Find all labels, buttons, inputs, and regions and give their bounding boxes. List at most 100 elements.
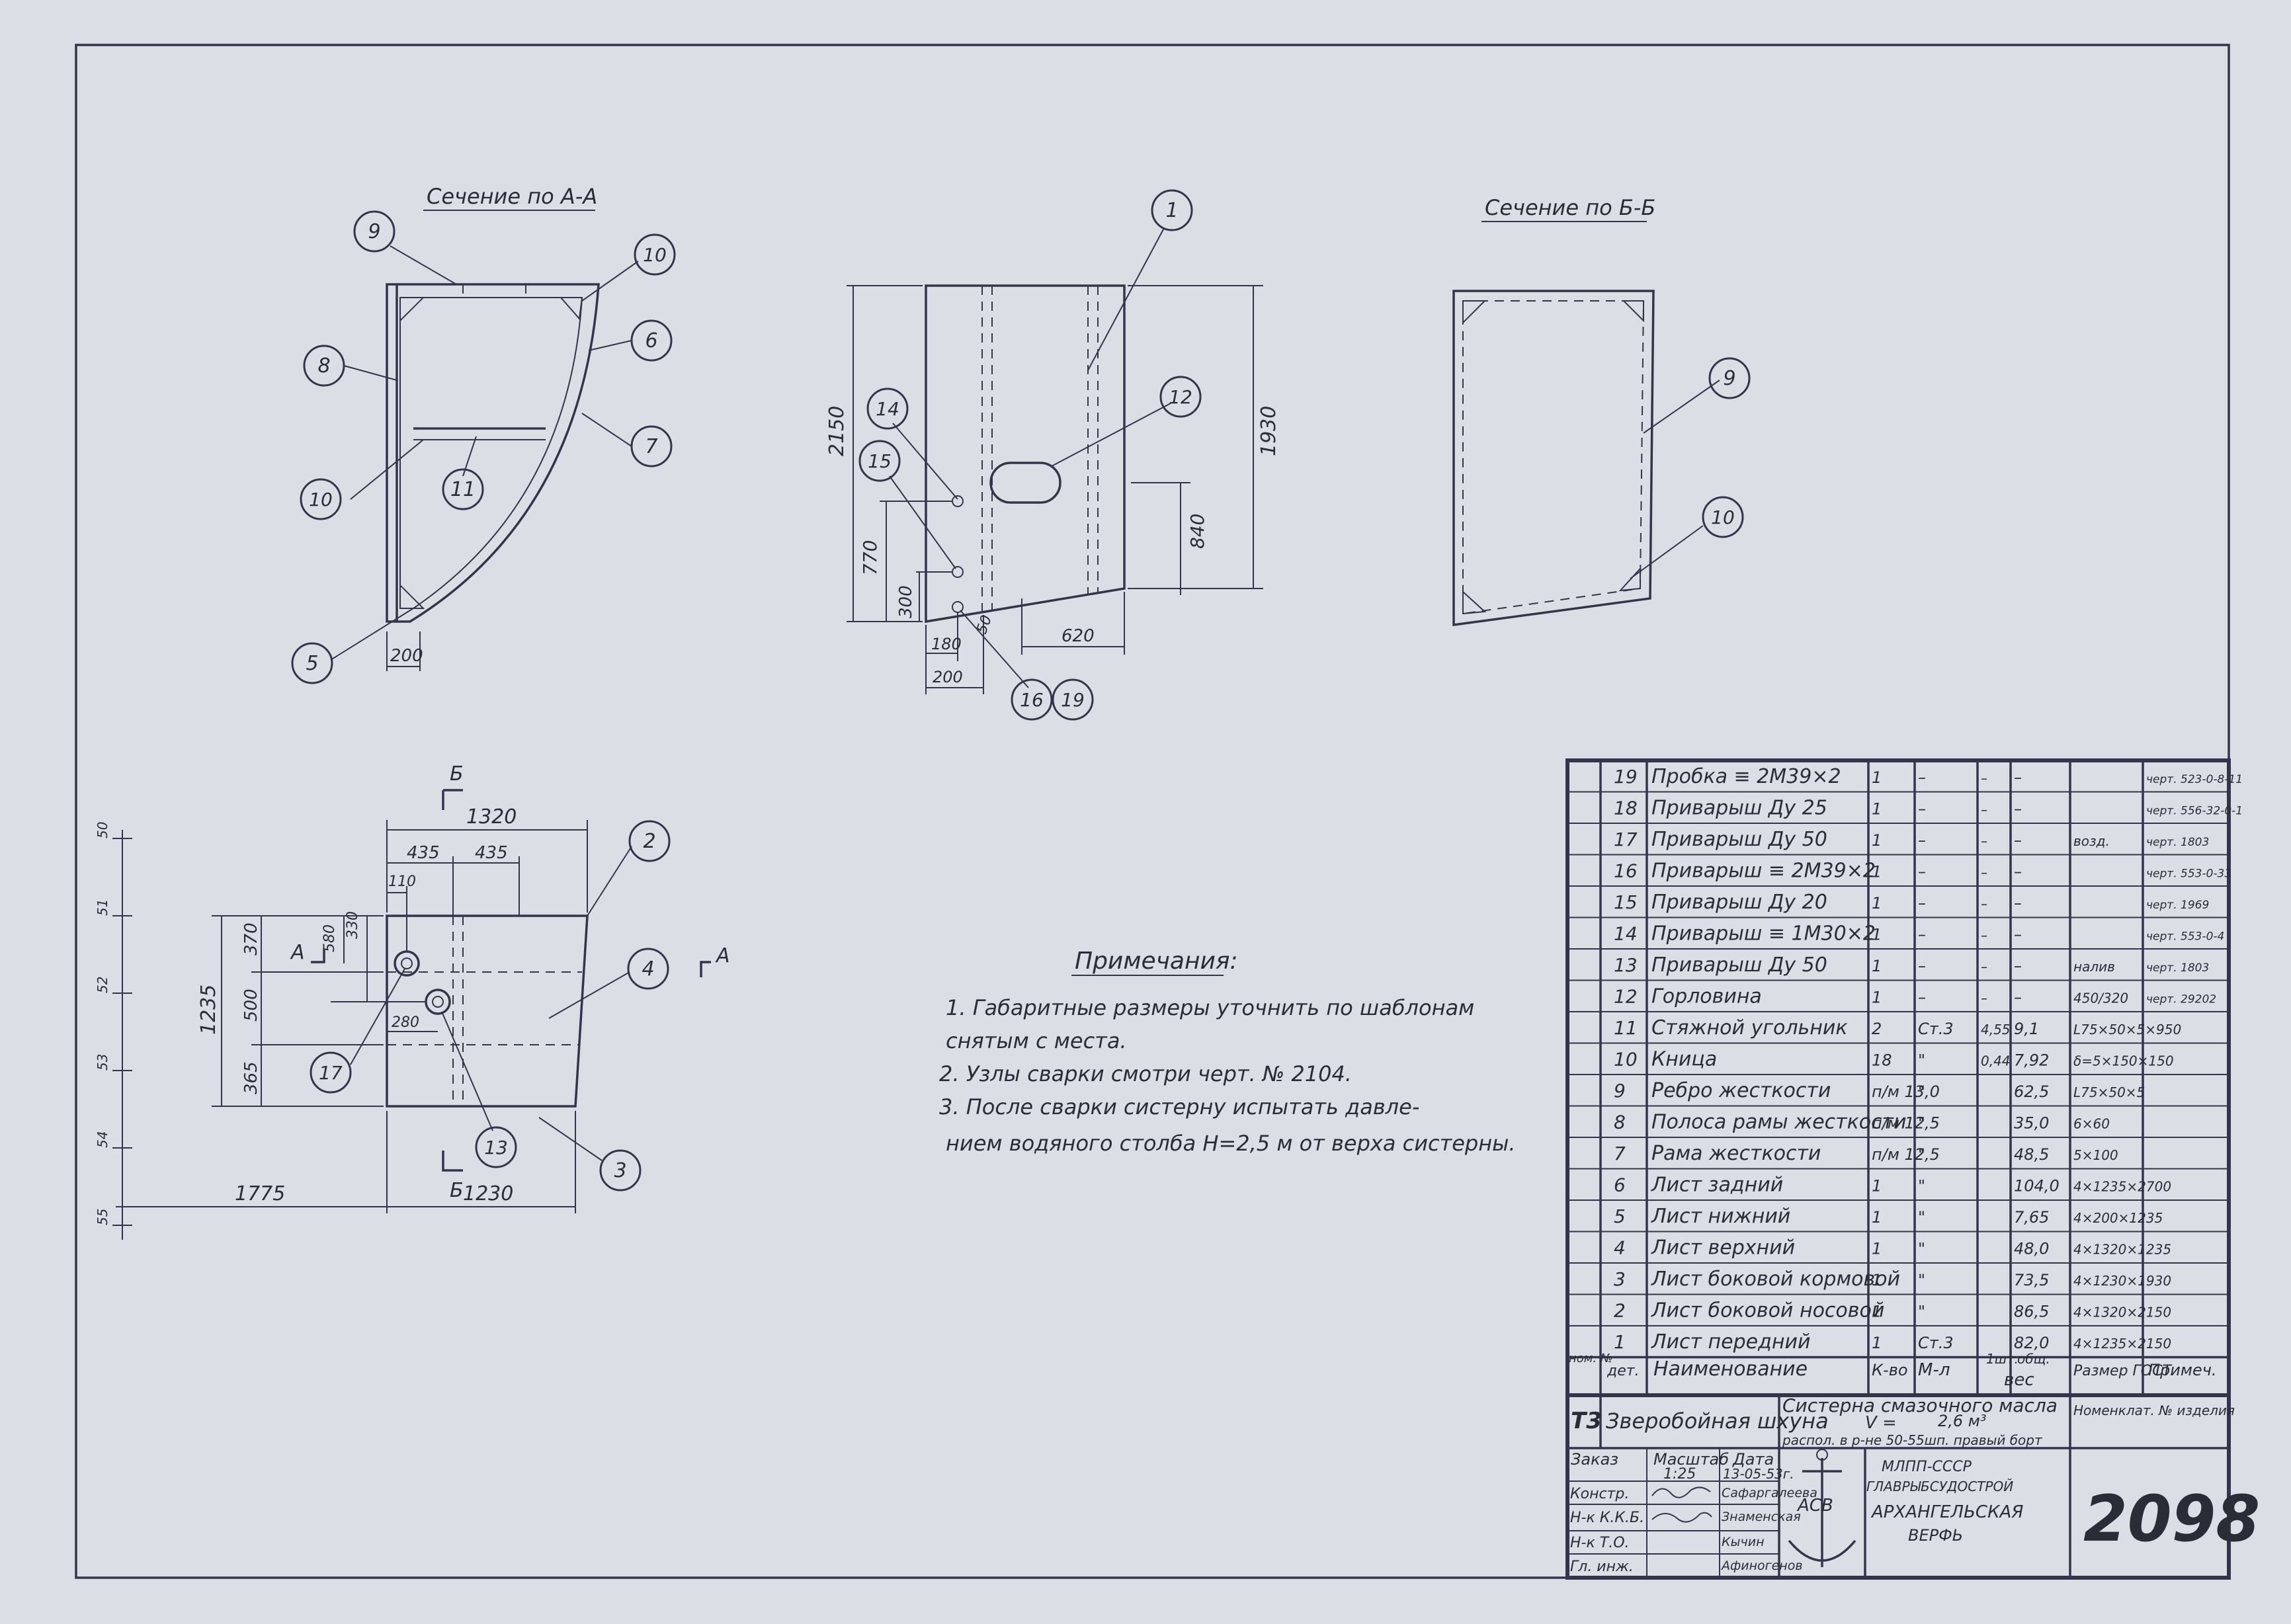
parts-row-9-pos: 9 — [1614, 1080, 1626, 1102]
parts-row-8-mat: " — [1918, 1114, 1925, 1133]
fitting-14 — [952, 495, 964, 507]
parts-row-12-w1: – — [1981, 991, 1987, 1006]
parts-row-17-pos: 17 — [1614, 829, 1638, 850]
hdr-note: Примеч. — [2148, 1361, 2217, 1379]
parts-row-8-name: Полоса рамы жесткости — [1651, 1111, 1907, 1134]
parts-row-3-qty: 1 — [1872, 1271, 1882, 1289]
parts-row-14-note: черт. 553-0-4 — [2146, 930, 2224, 944]
parts-row-8-pos: 8 — [1614, 1112, 1626, 1133]
parts-row-4-mat: " — [1918, 1240, 1925, 1258]
front-dim-300: 300 — [896, 585, 916, 618]
parts-row-19-w1: – — [1981, 770, 1987, 786]
hdr-weight: вес — [2004, 1370, 2034, 1390]
hdr-w1: 1шт. — [1986, 1351, 2019, 1367]
parts-row-2-name: Лист боковой носовой — [1651, 1299, 1884, 1322]
aa-callout-8 — [303, 345, 345, 387]
front-dim-50: 50 — [974, 613, 995, 636]
plan-dim-1775: 1775 — [235, 1182, 285, 1205]
plan-dim-370: 370 — [241, 922, 261, 955]
front-view: 2150 1930 770 840 300 620 180 50 200 1 1… — [825, 189, 1280, 721]
aa-callout-11 — [442, 468, 484, 510]
parts-row-11-name: Стяжной угольник — [1651, 1016, 1847, 1039]
tb-drawing-name: Систерна смазочного масла — [1782, 1395, 2058, 1416]
parts-row-5-qty: 1 — [1872, 1208, 1882, 1227]
parts-row-11-w1: 4,55 — [1981, 1022, 2011, 1037]
parts-row-10-name: Кница — [1651, 1048, 1717, 1071]
frame-label-50: 50 — [95, 822, 110, 838]
parts-row-12-mat: – — [1918, 989, 1926, 1007]
parts-row-8-size: 6×60 — [2073, 1116, 2110, 1132]
front-callout-15 — [858, 440, 901, 482]
parts-row-6-name: Лист задний — [1651, 1174, 1783, 1197]
parts-row-17-size: возд. — [2073, 833, 2110, 849]
section-bb: Сечение по Б-Б 9 10 — [1452, 195, 1751, 627]
parts-row-3-size: 4×1230×1930 — [2073, 1273, 2171, 1289]
hdr-wt: общ. — [2017, 1351, 2050, 1367]
parts-row-9-wt: 62,5 — [2014, 1082, 2049, 1101]
parts-row-7-pos: 7 — [1614, 1143, 1626, 1164]
parts-row-11-mat: Ст.3 — [1918, 1020, 1954, 1038]
section-mark-a-left: А — [290, 941, 305, 964]
front-callout-14 — [866, 387, 909, 430]
tb-name-3: Кычин — [1722, 1535, 1765, 1549]
front-callout-1-text: 1 — [1165, 199, 1178, 222]
parts-row-13-qty: 1 — [1872, 957, 1882, 975]
frame-label-53: 53 — [95, 1054, 110, 1071]
aa-callout-11-text: 11 — [450, 478, 476, 501]
parts-row-18-qty: 1 — [1872, 800, 1882, 819]
front-dim-840: 840 — [1187, 514, 1208, 549]
tb-role-4: Гл. инж. — [1570, 1559, 1634, 1575]
front-callout-1 — [1151, 189, 1193, 231]
plan-callout-4 — [627, 948, 669, 990]
parts-row-13-w1: – — [1981, 959, 1987, 975]
parts-row-16-pos: 16 — [1614, 860, 1638, 882]
parts-row-14-wt: – — [2014, 926, 2022, 944]
parts-row-17-note: черт. 1803 — [2146, 836, 2209, 849]
parts-row-9-name: Ребро жесткости — [1651, 1079, 1831, 1102]
parts-row-15-note: черт. 1969 — [2146, 899, 2209, 912]
parts-row-7-size: 5×100 — [2073, 1147, 2118, 1163]
parts-row-11-size: L75×50×5×950 — [2073, 1022, 2181, 1037]
parts-row-16-wt: – — [2014, 863, 2022, 881]
section-aa-title: Сечение по А-А — [427, 184, 597, 209]
note-line-3: 2. Узлы сварки смотри черт. № 2104. — [939, 1061, 1352, 1086]
parts-row-5-name: Лист нижний — [1651, 1205, 1790, 1228]
parts-row-16-mat: – — [1918, 863, 1926, 881]
parts-row-18-wt: – — [2014, 800, 2022, 819]
tb-role-1: Констр. — [1570, 1486, 1629, 1502]
frame-label-54: 54 — [95, 1131, 110, 1148]
tb-role-3: Н-к Т.О. — [1570, 1535, 1630, 1551]
plan-callout-4-text: 4 — [642, 957, 654, 981]
parts-row-18-name: Приварыш Ду 25 — [1651, 797, 1827, 820]
frame-ticks — [112, 838, 132, 1226]
parts-row-13-pos: 13 — [1614, 954, 1638, 976]
aa-callout-9-text: 9 — [368, 220, 380, 243]
parts-row-9-size: L75×50×5 — [2073, 1084, 2145, 1100]
parts-row-13-name: Приварыш Ду 50 — [1651, 954, 1827, 977]
note-line-2: снятым с места. — [946, 1028, 1127, 1053]
parts-row-6-pos: 6 — [1614, 1174, 1626, 1196]
note-line-4: 3. После сварки систерну испытать давле- — [939, 1094, 1419, 1119]
aa-callout-10-top-text: 10 — [643, 244, 667, 266]
parts-row-5-size: 4×200×1235 — [2073, 1210, 2163, 1226]
hdr-det: дет. — [1606, 1363, 1640, 1379]
sheet-frame — [75, 44, 2230, 1579]
parts-row-2-wt: 86,5 — [2014, 1303, 2049, 1321]
section-bb-title: Сечение по Б-Б — [1485, 195, 1655, 220]
front-callout-15-text: 15 — [868, 450, 892, 472]
note-line-5: нием водяного столба H=2,5 м от верха си… — [946, 1131, 1516, 1156]
parts-row-2-qty: 1 — [1872, 1303, 1882, 1321]
parts-row-9-mat: " — [1918, 1082, 1925, 1101]
tb-logo-text: АСВ — [1796, 1496, 1833, 1516]
parts-row-15-mat: – — [1918, 894, 1926, 913]
tb-signature-2 — [1651, 1512, 1712, 1523]
parts-row-6-mat: " — [1918, 1177, 1925, 1196]
section-mark-a-right: А — [715, 944, 730, 967]
section-aa: Сечение по А-А 200 9 — [291, 184, 676, 684]
aa-callout-8-text: 8 — [317, 354, 330, 378]
parts-row-4-size: 4×1320×1235 — [2073, 1242, 2171, 1258]
parts-row-18-mat: – — [1918, 800, 1926, 819]
plan-dim-580: 580 — [321, 924, 338, 952]
parts-row-19-name: Пробка ≡ 2М39×2 — [1651, 765, 1841, 788]
